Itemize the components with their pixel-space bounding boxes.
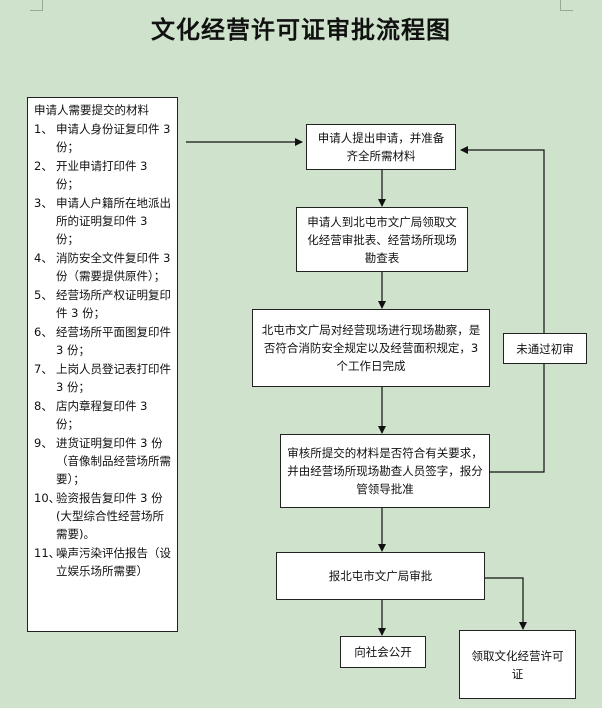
- page-title: 文化经营许可证审批流程图: [151, 15, 451, 44]
- item-number: 3、: [34, 196, 53, 210]
- item-number: 8、: [34, 399, 53, 413]
- step-inspect-text: 北屯市文广局对经营现场进行现场勘察，是否符合消防安全规定以及经营面积规定，3 个…: [261, 323, 481, 373]
- item-number: 5、: [34, 288, 53, 302]
- list-item: 4、 消防安全文件复印件 3 份（需要提供原件）；: [34, 249, 173, 285]
- step-approve-text: 报北屯市文广局审批: [328, 569, 433, 583]
- item-text: 开业申请打印件 3 份；: [56, 159, 148, 191]
- list-item: 11、 噪声污染评估报告（设立娱乐场所需要）: [34, 544, 173, 580]
- item-text: 噪声污染评估报告（设立娱乐场所需要）: [56, 546, 171, 578]
- step-review-text: 审核所提交的材料是否符合有关要求，并由经营场所现场勘查人员签字，报分管领导批准: [287, 446, 483, 496]
- arrow-rejected-loop: [490, 364, 545, 473]
- item-text: 店内章程复印件 3 份；: [56, 399, 148, 431]
- item-text: 消防安全文件复印件 3 份（需要提供原件）；: [56, 251, 171, 283]
- page-corner-mark: [560, 0, 573, 11]
- item-number: 2、: [34, 159, 53, 173]
- arrow-rejected-to-apply: [460, 146, 545, 333]
- list-item: 1、 申请人身份证复印件 3 份；: [34, 120, 173, 156]
- list-item: 8、 店内章程复印件 3 份；: [34, 397, 173, 433]
- step-publish: 向社会公开: [340, 636, 426, 668]
- step-apply-text: 申请人提出申请，并准备齐全所需材料: [317, 131, 445, 163]
- step-rejected: 未通过初审: [503, 333, 587, 364]
- step-inspect: 北屯市文广局对经营现场进行现场勘察，是否符合消防安全规定以及经营面积规定，3 个…: [252, 309, 490, 387]
- item-text: 上岗人员登记表打印件 3 份；: [56, 362, 171, 394]
- step-publish-text: 向社会公开: [354, 645, 412, 659]
- step-apply: 申请人提出申请，并准备齐全所需材料: [306, 124, 456, 170]
- step-license: 领取文化经营许可证: [459, 630, 576, 699]
- materials-panel: 申请人需要提交的材料 1、 申请人身份证复印件 3 份； 2、 开业申请打印件 …: [27, 97, 178, 632]
- item-text: 经营场所产权证明复印件 3 份；: [56, 288, 171, 320]
- item-text: 进货证明复印件 3 份（音像制品经营场所需要）；: [56, 436, 171, 486]
- item-text: 验资报告复印件 3 份(大型综合性经营场所需要)。: [56, 491, 164, 541]
- item-number: 6、: [34, 325, 53, 339]
- item-number: 10、: [34, 491, 61, 505]
- step-get-forms-text: 申请人到北屯市文广局领取文化经营审批表、经营场所现场勘查表: [307, 214, 457, 265]
- list-item: 2、 开业申请打印件 3 份；: [34, 157, 173, 193]
- item-text: 申请人户籍所在地派出所的证明复印件 3 份；: [56, 196, 171, 246]
- materials-heading: 申请人需要提交的材料: [34, 103, 149, 117]
- step-get-forms: 申请人到北屯市文广局领取文化经营审批表、经营场所现场勘查表: [296, 207, 468, 272]
- list-item: 3、 申请人户籍所在地派出所的证明复印件 3 份；: [34, 194, 173, 248]
- list-item: 5、 经营场所产权证明复印件 3 份；: [34, 286, 173, 322]
- page-corner-mark: [30, 0, 43, 11]
- item-number: 4、: [34, 251, 53, 265]
- item-number: 9、: [34, 436, 53, 450]
- step-rejected-text: 未通过初审: [516, 341, 574, 356]
- list-item: 6、 经营场所平面图复印件 3 份；: [34, 323, 173, 359]
- item-number: 1、: [34, 122, 53, 136]
- item-text: 申请人身份证复印件 3 份；: [56, 122, 171, 154]
- item-number: 11、: [34, 546, 61, 560]
- arrow-approve-to-license: [485, 577, 527, 630]
- step-approve: 报北屯市文广局审批: [276, 552, 485, 600]
- list-item: 10、 验资报告复印件 3 份(大型综合性经营场所需要)。: [34, 489, 173, 543]
- item-text: 经营场所平面图复印件 3 份；: [56, 325, 171, 357]
- item-number: 7、: [34, 362, 53, 376]
- list-item: 9、 进货证明复印件 3 份（音像制品经营场所需要）；: [34, 434, 173, 488]
- step-license-text: 领取文化经营许可证: [471, 648, 564, 681]
- step-review: 审核所提交的材料是否符合有关要求，并由经营场所现场勘查人员签字，报分管领导批准: [280, 434, 490, 508]
- list-item: 7、 上岗人员登记表打印件 3 份；: [34, 360, 173, 396]
